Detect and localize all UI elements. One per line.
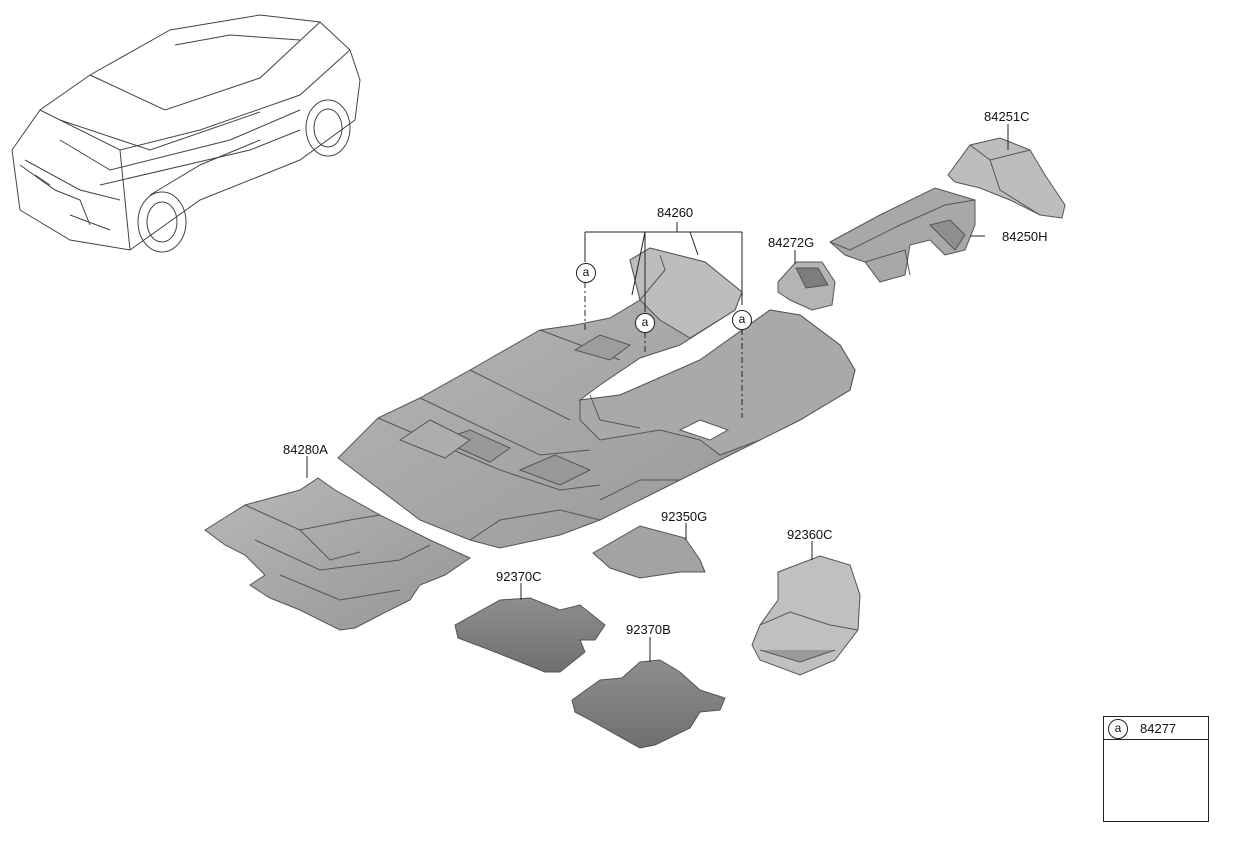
legend-reference-mark: a (1108, 719, 1128, 739)
part-84280a-shape (204, 477, 472, 631)
part-92360c-shape (751, 555, 861, 676)
part-label-84251c: 84251C (984, 109, 1030, 124)
part-92370c-shape (454, 597, 606, 673)
part-label-92360c: 92360C (787, 527, 833, 542)
part-label-84250h: 84250H (1002, 229, 1048, 244)
part-label-84272g: 84272G (768, 235, 815, 250)
part-92370b-shape (571, 659, 726, 749)
reference-mark-a-1: a (576, 263, 596, 283)
legend-box: a 84277 (1103, 716, 1209, 822)
part-92350g-shape (592, 525, 706, 579)
part-84272g-shape (777, 261, 836, 311)
legend-part-number: 84277 (1140, 721, 1177, 736)
part-84251c-shape (947, 137, 1066, 219)
reference-mark-a-3: a (732, 310, 752, 330)
part-84250h-shape (829, 187, 976, 283)
part-label-84260: 84260 (657, 205, 694, 220)
part-label-84280a: 84280A (283, 442, 328, 457)
reference-mark-a-2: a (635, 313, 655, 333)
vehicle-outline-icon (11, 14, 361, 253)
leader-lines (306, 124, 1009, 662)
legend-header: a 84277 (1104, 717, 1208, 740)
main-floor-carpet (337, 247, 856, 549)
part-label-92370c: 92370C (496, 569, 542, 584)
part-label-92370b: 92370B (626, 622, 671, 637)
part-label-92350g: 92350G (661, 509, 708, 524)
